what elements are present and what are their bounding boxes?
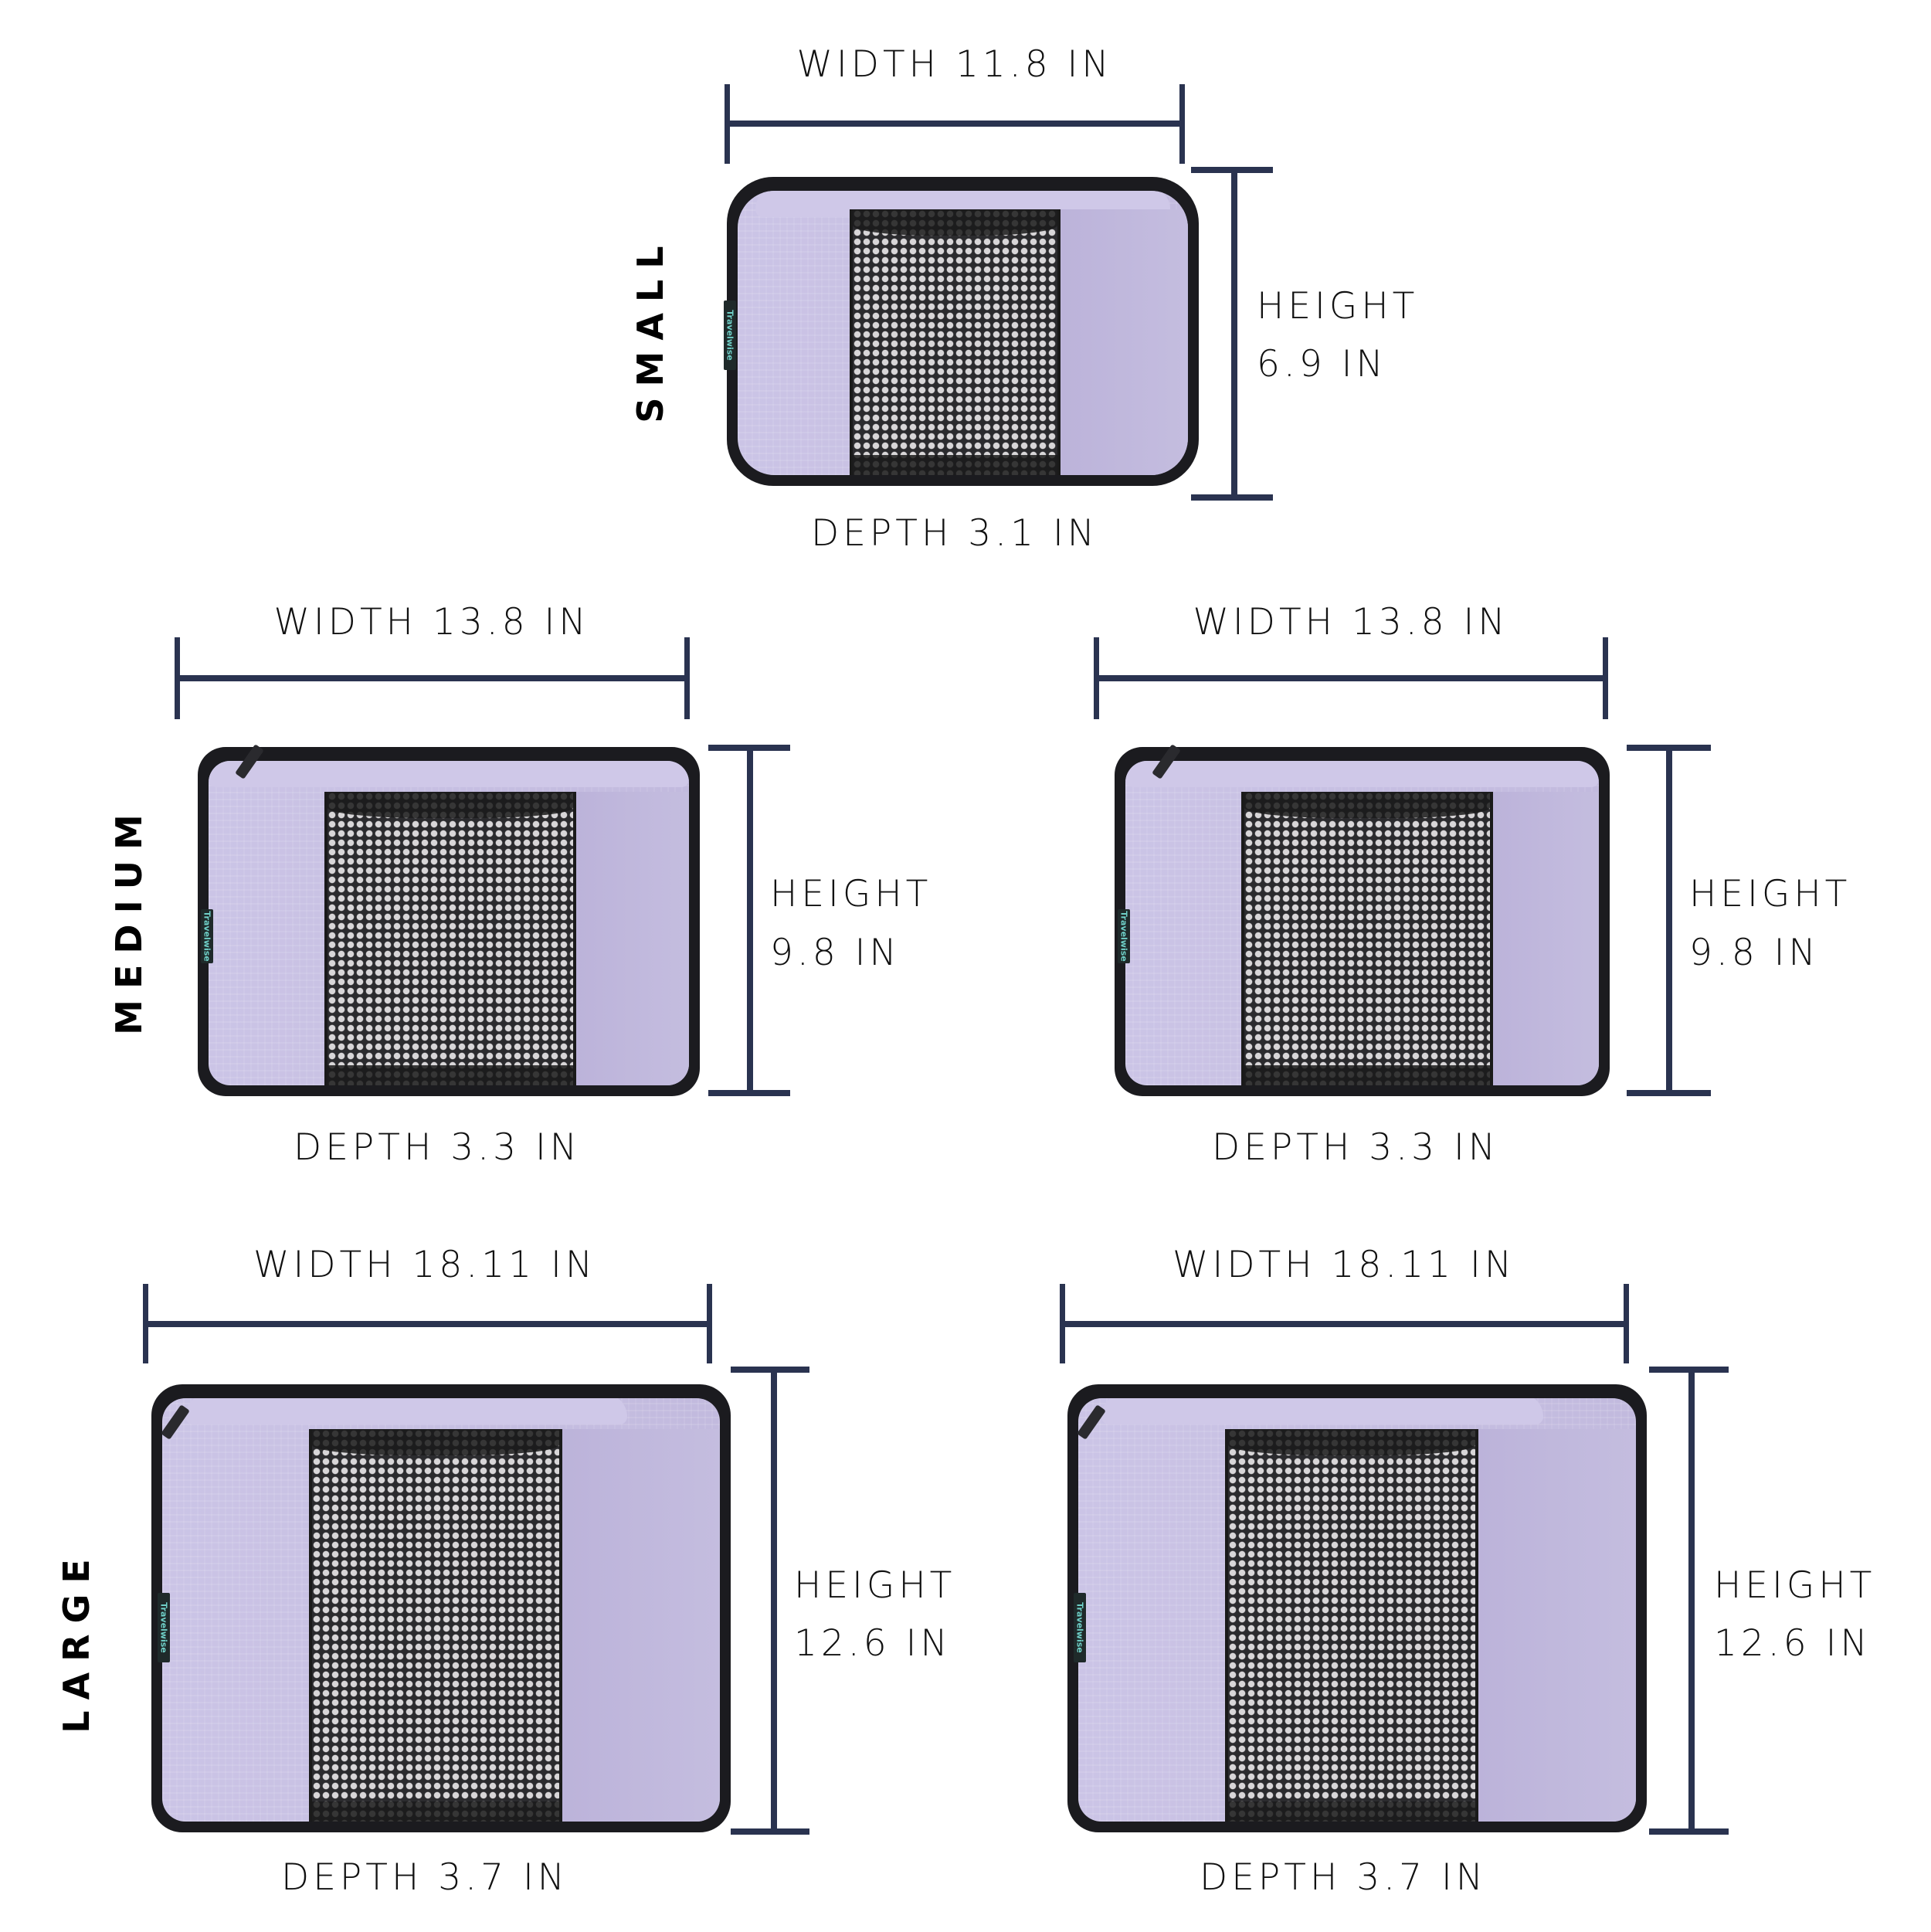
height-tick-top — [1649, 1367, 1729, 1373]
height-line — [1688, 1370, 1695, 1832]
height-value: 12.6 IN — [1714, 1622, 1872, 1665]
brand-tag: Travelwise — [201, 909, 213, 963]
height-label: HEIGHT — [1689, 873, 1851, 915]
width-line — [727, 121, 1183, 127]
height-tick-top — [1627, 745, 1711, 751]
size-label-small: SMALL — [630, 235, 671, 423]
brand-tag: Travelwise — [158, 1593, 170, 1662]
brand-tag: Travelwise — [724, 300, 736, 370]
height-label: HEIGHT — [1257, 285, 1419, 328]
height-tick-top — [731, 1367, 809, 1373]
width-tick-left — [1094, 637, 1099, 719]
width-label: WIDTH 13.8 IN — [1193, 601, 1509, 643]
height-value: 12.6 IN — [794, 1622, 952, 1665]
height-line — [1666, 748, 1672, 1093]
width-tick-right — [1603, 637, 1608, 719]
height-label: HEIGHT — [770, 873, 932, 915]
height-tick-bottom — [708, 1090, 790, 1096]
depth-label: DEPTH 3.7 IN — [281, 1856, 568, 1899]
width-tick-right — [684, 637, 690, 719]
height-line — [1231, 170, 1237, 497]
height-value: 6.9 IN — [1257, 343, 1387, 385]
width-line — [177, 675, 687, 681]
depth-label: DEPTH 3.1 IN — [811, 512, 1098, 555]
depth-label: DEPTH 3.3 IN — [1212, 1126, 1499, 1169]
width-tick-right — [1179, 84, 1185, 164]
width-label: WIDTH 13.8 IN — [273, 601, 590, 643]
height-value: 9.8 IN — [1689, 932, 1820, 974]
packing-cube-large: Travelwise — [151, 1384, 731, 1832]
size-label-medium: MEDIUM — [108, 803, 150, 1035]
width-line — [1062, 1321, 1627, 1327]
width-line — [145, 1321, 710, 1327]
height-value: 9.8 IN — [770, 932, 901, 974]
depth-label: DEPTH 3.3 IN — [294, 1126, 581, 1169]
depth-label: DEPTH 3.7 IN — [1200, 1856, 1487, 1899]
width-tick-left — [143, 1284, 148, 1363]
width-line — [1096, 675, 1606, 681]
height-tick-bottom — [1191, 494, 1273, 501]
height-line — [771, 1370, 777, 1832]
width-label: WIDTH 11.8 IN — [796, 43, 1113, 86]
height-label: HEIGHT — [794, 1564, 956, 1607]
packing-cube-small: Travelwise — [724, 177, 1199, 486]
width-tick-right — [707, 1284, 712, 1363]
width-tick-left — [725, 84, 730, 164]
packing-cube-medium: Travelwise — [1115, 744, 1610, 1096]
packing-cube-medium: Travelwise — [198, 744, 700, 1096]
brand-tag: Travelwise — [1074, 1593, 1086, 1662]
height-tick-bottom — [1627, 1090, 1711, 1096]
height-tick-top — [1191, 167, 1273, 173]
height-tick-bottom — [731, 1828, 809, 1835]
height-tick-bottom — [1649, 1828, 1729, 1835]
height-line — [747, 748, 753, 1093]
height-label: HEIGHT — [1714, 1564, 1876, 1607]
brand-tag: Travelwise — [1118, 909, 1130, 963]
width-tick-left — [175, 637, 180, 719]
width-tick-left — [1060, 1284, 1065, 1363]
size-label-large: LARGE — [56, 1548, 97, 1733]
width-label: WIDTH 18.11 IN — [1172, 1244, 1516, 1286]
width-tick-right — [1624, 1284, 1629, 1363]
packing-cube-large: Travelwise — [1067, 1384, 1647, 1832]
width-label: WIDTH 18.11 IN — [253, 1244, 597, 1286]
height-tick-top — [708, 745, 790, 751]
